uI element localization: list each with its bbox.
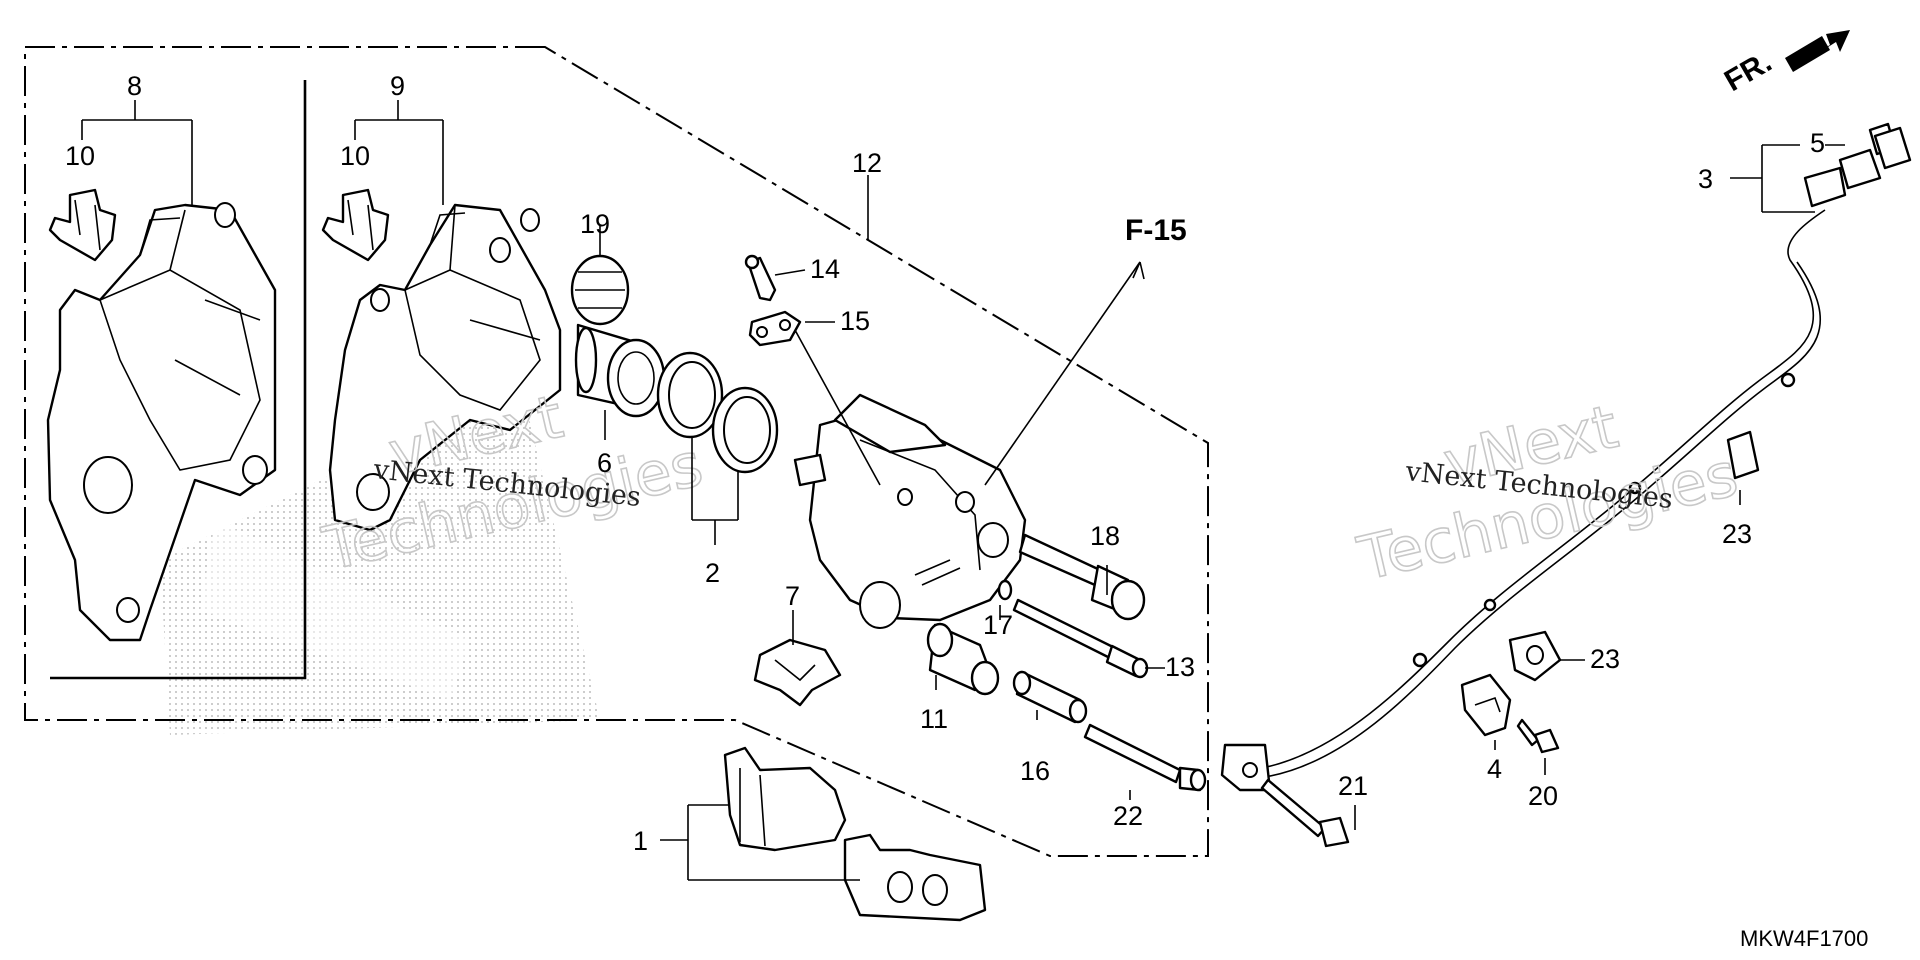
bleeder-screw (744, 254, 777, 302)
caliper-bracket-a (46, 202, 277, 642)
callout-15: 15 (840, 306, 870, 336)
text-watermark: vNext Technologies vNext Technologies vN… (316, 381, 1745, 595)
caliper-piston (574, 323, 666, 418)
callout-5: 5 (1810, 128, 1825, 158)
pin-sleeve (926, 622, 1000, 696)
callout-19: 19 (580, 209, 610, 239)
callout-22: 22 (1113, 801, 1143, 831)
assembly-boundary (24, 46, 1209, 857)
callout-2: 2 (705, 558, 720, 588)
piston-boot (570, 254, 630, 326)
harness-clamp-upper (1726, 430, 1760, 480)
sensor-bolt (1260, 778, 1350, 848)
pad-retainer-clip-a (48, 188, 117, 262)
caliper-mount-bolt (1083, 723, 1207, 792)
callout-10-a: 10 (65, 141, 95, 171)
leader-lines (81, 100, 1845, 881)
callout-23-a: 23 (1722, 519, 1752, 549)
wheel-speed-sensor (1220, 122, 1912, 792)
callout-12: 12 (852, 148, 882, 178)
pad-spring (753, 638, 842, 707)
harness-clamp-lower (1508, 630, 1562, 682)
callout-21: 21 (1338, 771, 1368, 801)
caliper-body (793, 393, 1027, 629)
callout-14: 14 (810, 254, 840, 284)
callout-labels: 1 2 3 4 5 6 7 8 9 10 10 11 12 13 14 15 1… (65, 71, 1825, 856)
callout-17: 17 (983, 610, 1013, 640)
callout-10-b: 10 (340, 141, 370, 171)
piston-seals (656, 351, 779, 474)
caliper-pin-upper (1018, 533, 1146, 621)
pin-collar (1012, 670, 1088, 724)
callout-7: 7 (785, 581, 800, 611)
front-direction-indicator: FR. (1719, 30, 1850, 98)
dotted-wing-watermark (160, 380, 600, 735)
caliper-bracket-b (328, 203, 562, 532)
front-direction-label: FR. (1719, 45, 1777, 98)
callout-13: 13 (1165, 652, 1195, 682)
callout-16: 16 (1020, 756, 1050, 786)
callout-6: 6 (597, 448, 612, 478)
callout-23-b: 23 (1590, 644, 1620, 674)
reference-label: F-15 (1125, 214, 1187, 247)
stay-bolt (1516, 718, 1560, 754)
diagram-code: MKW4F1700 (1740, 926, 1868, 951)
pin-washer (997, 579, 1013, 601)
callout-1: 1 (633, 826, 648, 856)
callout-20: 20 (1528, 781, 1558, 811)
sensor-stay (1460, 673, 1512, 737)
brake-pads (723, 746, 987, 922)
bleeder-cap (748, 310, 802, 347)
callout-3: 3 (1698, 164, 1713, 194)
pad-retainer-clip-b (321, 188, 390, 262)
callout-4: 4 (1487, 754, 1502, 784)
inset-frame (50, 80, 307, 680)
callout-11: 11 (920, 704, 948, 734)
callout-18: 18 (1090, 521, 1120, 551)
callout-8: 8 (127, 71, 142, 101)
callout-9: 9 (390, 71, 405, 101)
caliper-pin-long (1012, 598, 1149, 679)
